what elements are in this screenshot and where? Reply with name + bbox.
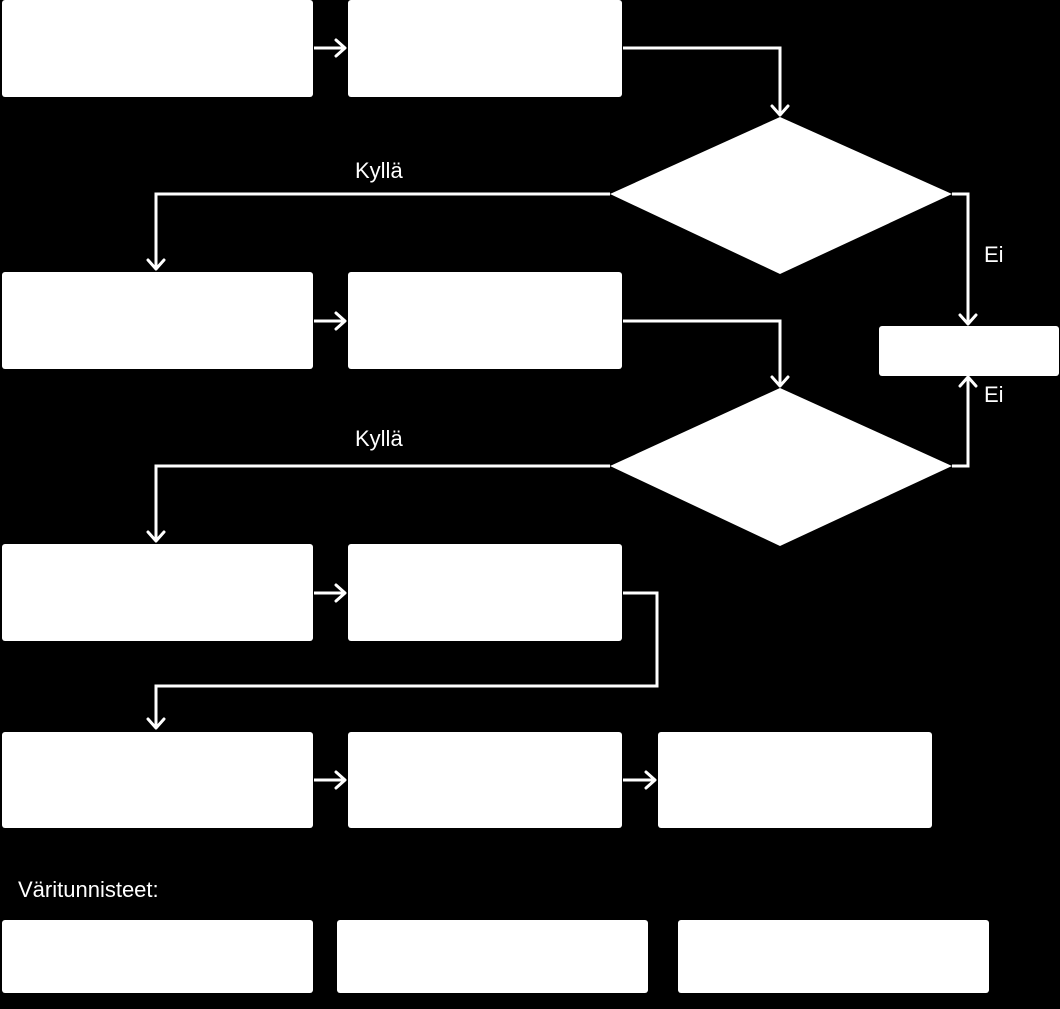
- process-box-row3-1[interactable]: [2, 544, 313, 641]
- arrowhead-row4-box2: [334, 770, 347, 790]
- process-box-row2-2[interactable]: [348, 272, 622, 369]
- no-label-1: Ei: [984, 242, 1004, 267]
- process-box-row1-2[interactable]: [348, 0, 622, 97]
- arrowhead-row2-box2: [334, 311, 347, 331]
- connector-diamond1-yes: [154, 192, 610, 268]
- decision-diamond-2[interactable]: [610, 388, 952, 546]
- arrowhead-row1-box2: [334, 38, 347, 58]
- process-box-row4-2[interactable]: [348, 732, 622, 828]
- arrowhead-row3-box2: [334, 583, 347, 603]
- connector-diamond1-no: [952, 192, 970, 323]
- arrowhead-row3-box1: [146, 530, 166, 543]
- yes-label-2: Kyllä: [355, 426, 403, 451]
- arrowhead-side-box-top: [958, 313, 978, 326]
- process-box-row2-1[interactable]: [2, 272, 313, 369]
- connector-row2-box2-to-diamond2: [623, 319, 782, 385]
- process-box-row4-3[interactable]: [658, 732, 932, 828]
- end-box-no-path[interactable]: [879, 326, 1059, 376]
- process-box-row3-2[interactable]: [348, 544, 622, 641]
- arrowhead-side-box-bottom: [958, 375, 978, 388]
- process-box-row1-1[interactable]: [2, 0, 313, 97]
- yes-label-1: Kyllä: [355, 158, 403, 183]
- arrowhead-row4-box3: [644, 770, 657, 790]
- legend-box-1: [2, 920, 313, 993]
- connector-row3-box2-to-row4-box1: [154, 591, 659, 727]
- connector-diamond2-no: [952, 378, 970, 468]
- connector-box2-to-diamond1: [623, 46, 782, 114]
- no-label-2: Ei: [984, 382, 1004, 407]
- arrowhead-row4-box1: [146, 717, 166, 730]
- legend-box-2: [337, 920, 648, 993]
- decision-diamond-1[interactable]: [610, 117, 952, 274]
- arrowhead-diamond1: [770, 104, 790, 117]
- process-box-row4-1[interactable]: [2, 732, 313, 828]
- legend-title: Väritunnisteet:: [18, 877, 159, 902]
- connector-diamond2-yes: [154, 464, 610, 540]
- legend-box-3: [678, 920, 989, 993]
- arrowhead-row2-box1: [146, 258, 166, 271]
- arrowhead-diamond2: [770, 375, 790, 388]
